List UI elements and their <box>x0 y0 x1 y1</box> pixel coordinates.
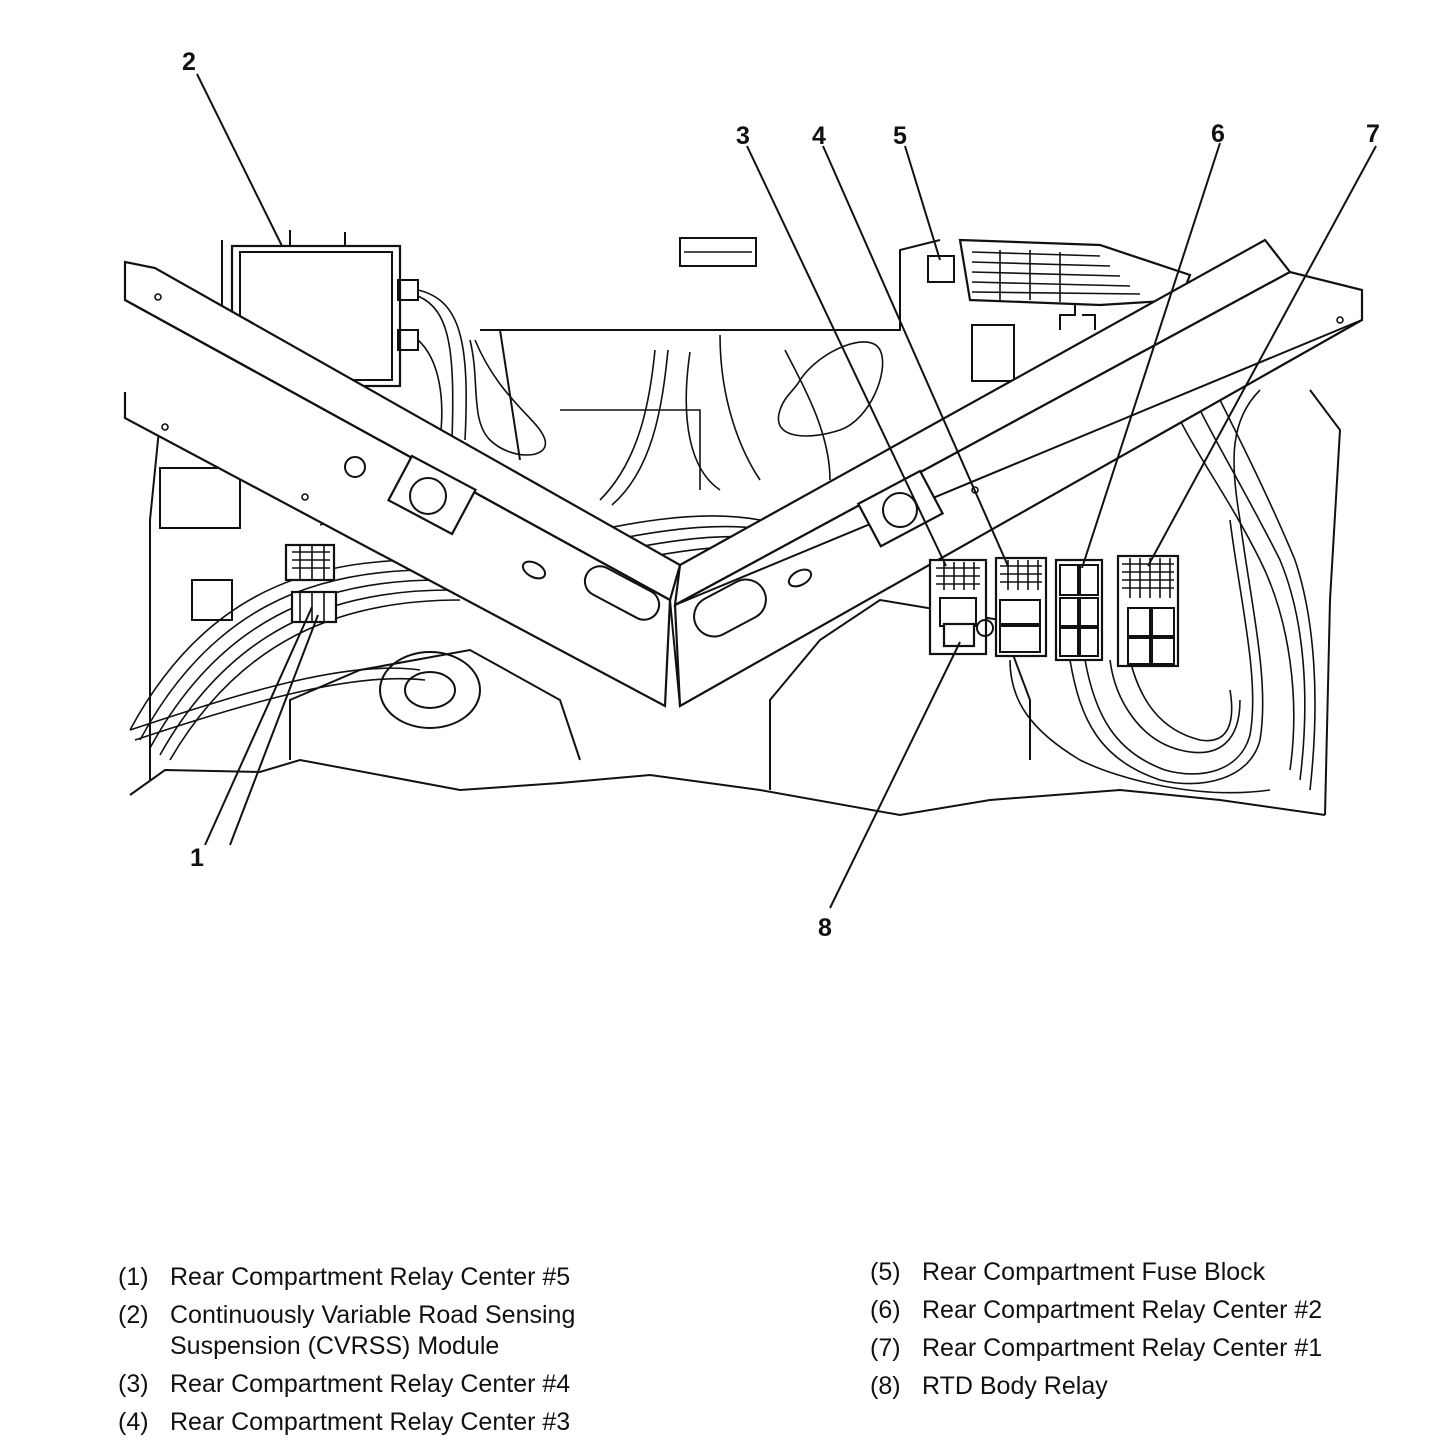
body-panel-outline <box>129 237 1342 817</box>
legend-number: (1) <box>118 1263 149 1291</box>
legend-left-column: (1) Rear Compartment Relay Center #5 (2) C… <box>118 1262 678 1445</box>
callout-6: 6 <box>1211 120 1225 148</box>
relay-center-2 <box>1054 558 1104 662</box>
callout-7: 7 <box>1366 120 1380 148</box>
legend-number: (3) <box>118 1370 149 1398</box>
relay-center-3 <box>994 556 1048 658</box>
legend-text: RTD Body Relay <box>922 1372 1108 1400</box>
legend-item: (4) Rear Compartment Relay Center #3 <box>118 1407 678 1438</box>
legend-item: (1) Rear Compartment Relay Center #5 <box>118 1262 678 1293</box>
leader-line-3 <box>746 145 947 567</box>
legend-number: (7) <box>870 1334 901 1362</box>
leader-line-5 <box>904 145 941 261</box>
leader-line-1 <box>204 606 313 846</box>
legend-number: (5) <box>870 1258 901 1286</box>
relay-center-1 <box>1116 554 1180 668</box>
legend-item: (2) Continuously Variable Road Sensing Su… <box>118 1300 678 1362</box>
callout-4: 4 <box>812 122 826 150</box>
legend-text: Rear Compartment Relay Center #1 <box>922 1334 1323 1362</box>
legend-text: Continuously Variable Road Sensing Suspe… <box>170 1301 576 1360</box>
leader-line-1b <box>229 614 319 846</box>
leader-lines <box>196 73 1377 909</box>
legend-item: (8) RTD Body Relay <box>870 1371 1430 1402</box>
leader-line-8 <box>829 641 961 909</box>
callout-8: 8 <box>818 914 832 942</box>
legend-text: Rear Compartment Relay Center #3 <box>170 1408 571 1436</box>
leader-line-7 <box>1147 145 1377 567</box>
leader-line-2 <box>196 73 283 247</box>
leader-line-6 <box>1081 142 1221 569</box>
leader-line-4 <box>822 145 1009 567</box>
legend-text: Rear Compartment Relay Center #5 <box>170 1263 571 1291</box>
callout-labels: 1 2 3 4 5 6 7 8 <box>182 48 1380 942</box>
legend-number: (2) <box>118 1301 149 1329</box>
legend-number: (6) <box>870 1296 901 1324</box>
cross-brace-left <box>123 260 682 708</box>
legend-number: (8) <box>870 1372 901 1400</box>
callout-1: 1 <box>190 844 204 872</box>
legend-text: Rear Compartment Relay Center #4 <box>170 1370 571 1398</box>
callout-3: 3 <box>736 122 750 150</box>
legend-number: (4) <box>118 1408 149 1436</box>
legend-item: (3) Rear Compartment Relay Center #4 <box>118 1369 678 1400</box>
legend-right-column: (5) Rear Compartment Fuse Block (6) Rear C… <box>870 1257 1430 1409</box>
legend-item: (6) Rear Compartment Relay Center #2 <box>870 1295 1430 1326</box>
legend-text: Rear Compartment Relay Center #2 <box>922 1296 1323 1324</box>
callout-2: 2 <box>182 48 196 76</box>
legend-item: (5) Rear Compartment Fuse Block <box>870 1257 1430 1288</box>
legend-item: (7) Rear Compartment Relay Center #1 <box>870 1333 1430 1364</box>
callout-5: 5 <box>893 122 907 150</box>
cross-brace-right <box>669 238 1364 708</box>
legend-text: Rear Compartment Fuse Block <box>922 1258 1266 1286</box>
